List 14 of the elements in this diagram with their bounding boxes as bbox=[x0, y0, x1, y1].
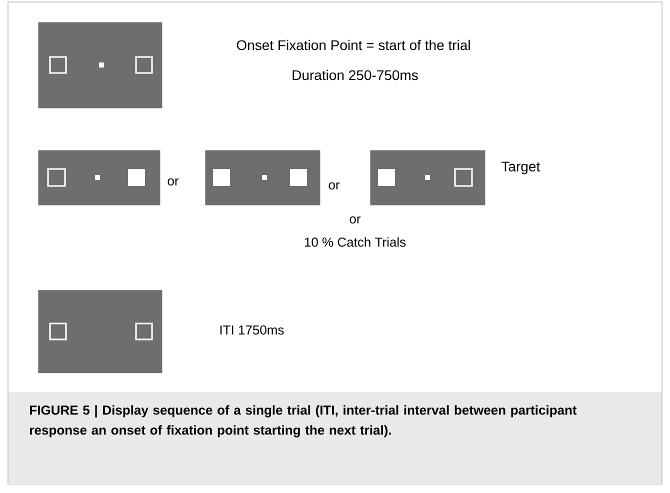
display-screen-drawing bbox=[370, 150, 486, 206]
display-screen-drawing bbox=[38, 22, 162, 108]
screen-note: Duration 250-750ms bbox=[292, 70, 418, 80]
note-text: ITI 1750ms bbox=[220, 325, 284, 335]
note-text: or bbox=[328, 182, 340, 190]
display-screen-drawing bbox=[205, 150, 320, 206]
display-screen-drawing bbox=[38, 290, 162, 374]
screen-note: Onset Fixation Point = start of the trial bbox=[236, 40, 470, 50]
note-text: or bbox=[350, 216, 361, 224]
note-text: 10 % Catch Trials bbox=[304, 237, 406, 247]
display-screen-drawing bbox=[38, 150, 160, 206]
figure-caption: FIGURE 5 | Display sequence of a single trial (ITI, inter-trial interval between participant response an onset of fixation point starting the next trial). bbox=[30, 405, 577, 438]
note-text: or bbox=[168, 178, 179, 186]
screen-note: Target bbox=[502, 162, 540, 174]
